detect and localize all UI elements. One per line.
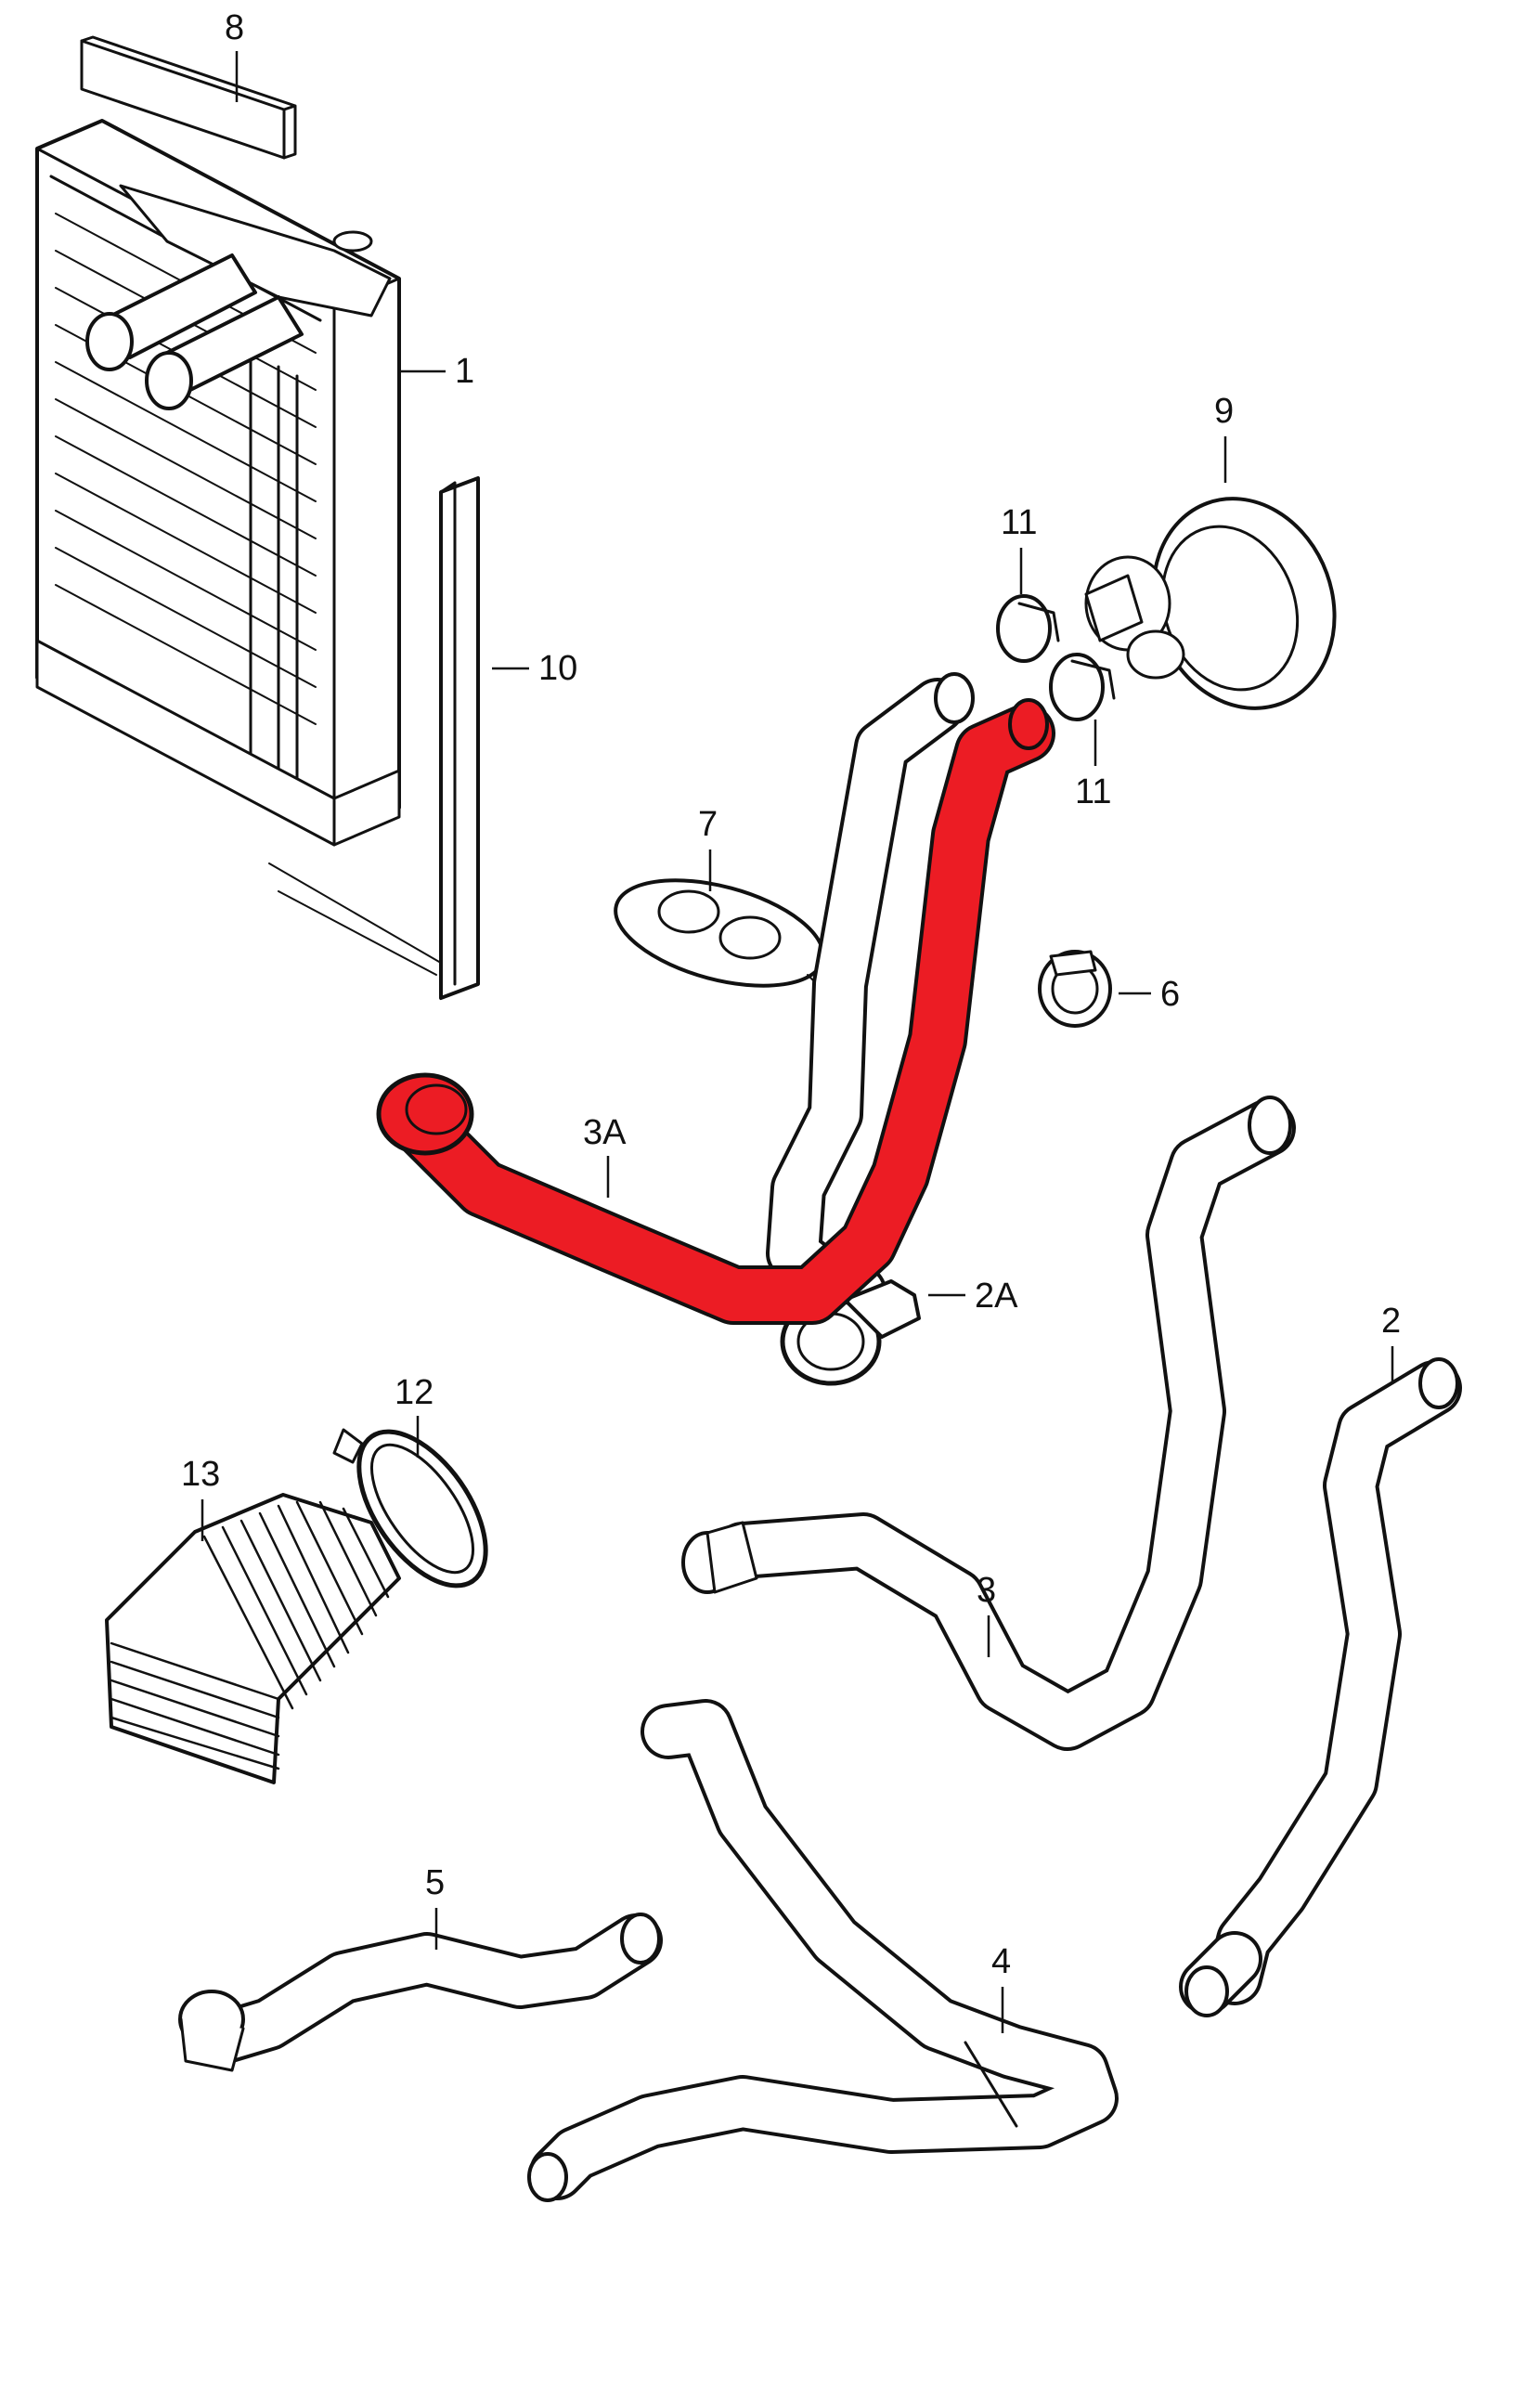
- callout-11-upper: 11: [1001, 503, 1037, 542]
- part-11-upper-clamp[interactable]: [996, 594, 1060, 663]
- callout-2: 2: [1381, 1302, 1401, 1341]
- callout-7: 7: [698, 805, 718, 844]
- part-3a-hose-highlighted[interactable]: [376, 698, 1055, 1325]
- callout-9: 9: [1214, 392, 1234, 431]
- part-11-lower-clamp[interactable]: [1049, 653, 1116, 721]
- part-10-gasket[interactable]: [439, 476, 480, 1000]
- part-7-grommet[interactable]: [604, 861, 841, 1008]
- callout-13: 13: [181, 1455, 220, 1494]
- callout-11-lower: 11: [1075, 772, 1111, 811]
- callout-2a: 2A: [975, 1277, 1018, 1316]
- callout-8: 8: [225, 8, 244, 47]
- part-2-hose[interactable]: [1179, 1357, 1462, 2017]
- part-12-seal[interactable]: [332, 1410, 511, 1608]
- callout-1: 1: [455, 352, 474, 391]
- callout-labels: 8 1 10 9 11 11 7 6 3A 2A 3 2 12 13 5 4: [181, 8, 1401, 1981]
- part-5-hose[interactable]: [178, 1913, 663, 2072]
- part-6-hose-clamp[interactable]: [1038, 950, 1112, 1028]
- callout-3a: 3A: [583, 1113, 627, 1152]
- callout-3: 3: [977, 1571, 996, 1610]
- part-9-valve[interactable]: [1084, 473, 1364, 733]
- part-1-heat-exchanger[interactable]: [35, 119, 446, 976]
- part-8-seal-strip[interactable]: [80, 35, 297, 160]
- callout-10: 10: [538, 649, 577, 688]
- callout-12: 12: [395, 1373, 434, 1412]
- leader-lines: [201, 51, 1394, 2033]
- callout-6: 6: [1160, 975, 1180, 1014]
- part-3-hose[interactable]: [681, 1096, 1296, 1751]
- part-13-bellows[interactable]: [105, 1493, 401, 1784]
- callout-5: 5: [425, 1863, 445, 1902]
- callout-4: 4: [991, 1942, 1011, 1981]
- part-4-hose[interactable]: [527, 1699, 1119, 2202]
